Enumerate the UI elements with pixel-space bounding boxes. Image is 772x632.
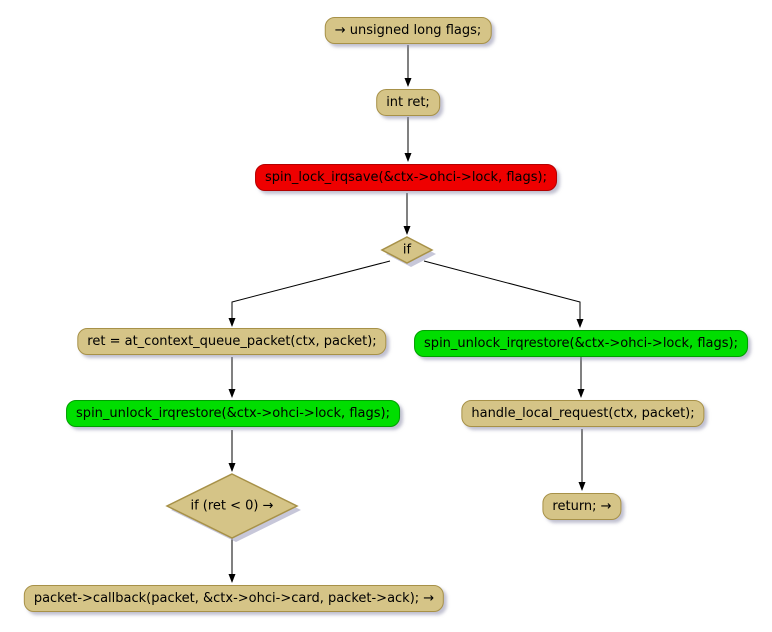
if-diamond-label: if <box>402 242 412 258</box>
node-packet-callback: packet->callback(packet, &ctx->ohci->car… <box>23 585 445 612</box>
node-int-ret: int ret; <box>376 89 440 116</box>
node-unsigned-long-flags: → unsigned long flags; <box>324 17 492 44</box>
if-diamond <box>380 236 434 264</box>
if-ret-diamond <box>165 473 299 539</box>
node-spin-unlock-irqrestore-left: spin_unlock_irqrestore(&ctx->ohci->lock,… <box>66 400 400 427</box>
node-handle-local-request: handle_local_request(ctx, packet); <box>461 400 705 427</box>
node-at-context-queue-packet: ret = at_context_queue_packet(ctx, packe… <box>77 328 387 355</box>
if-ret-diamond-label: if (ret < 0) → <box>190 498 274 514</box>
node-spin-unlock-irqrestore-right: spin_unlock_irqrestore(&ctx->ohci->lock,… <box>414 330 748 357</box>
arrow-if-to-queuepacket <box>228 260 391 327</box>
node-return: return; → <box>542 493 622 520</box>
node-spin-lock-irqsave: spin_lock_irqsave(&ctx->ohci->lock, flag… <box>255 164 557 191</box>
arrow-if-to-unlockright <box>423 260 584 328</box>
